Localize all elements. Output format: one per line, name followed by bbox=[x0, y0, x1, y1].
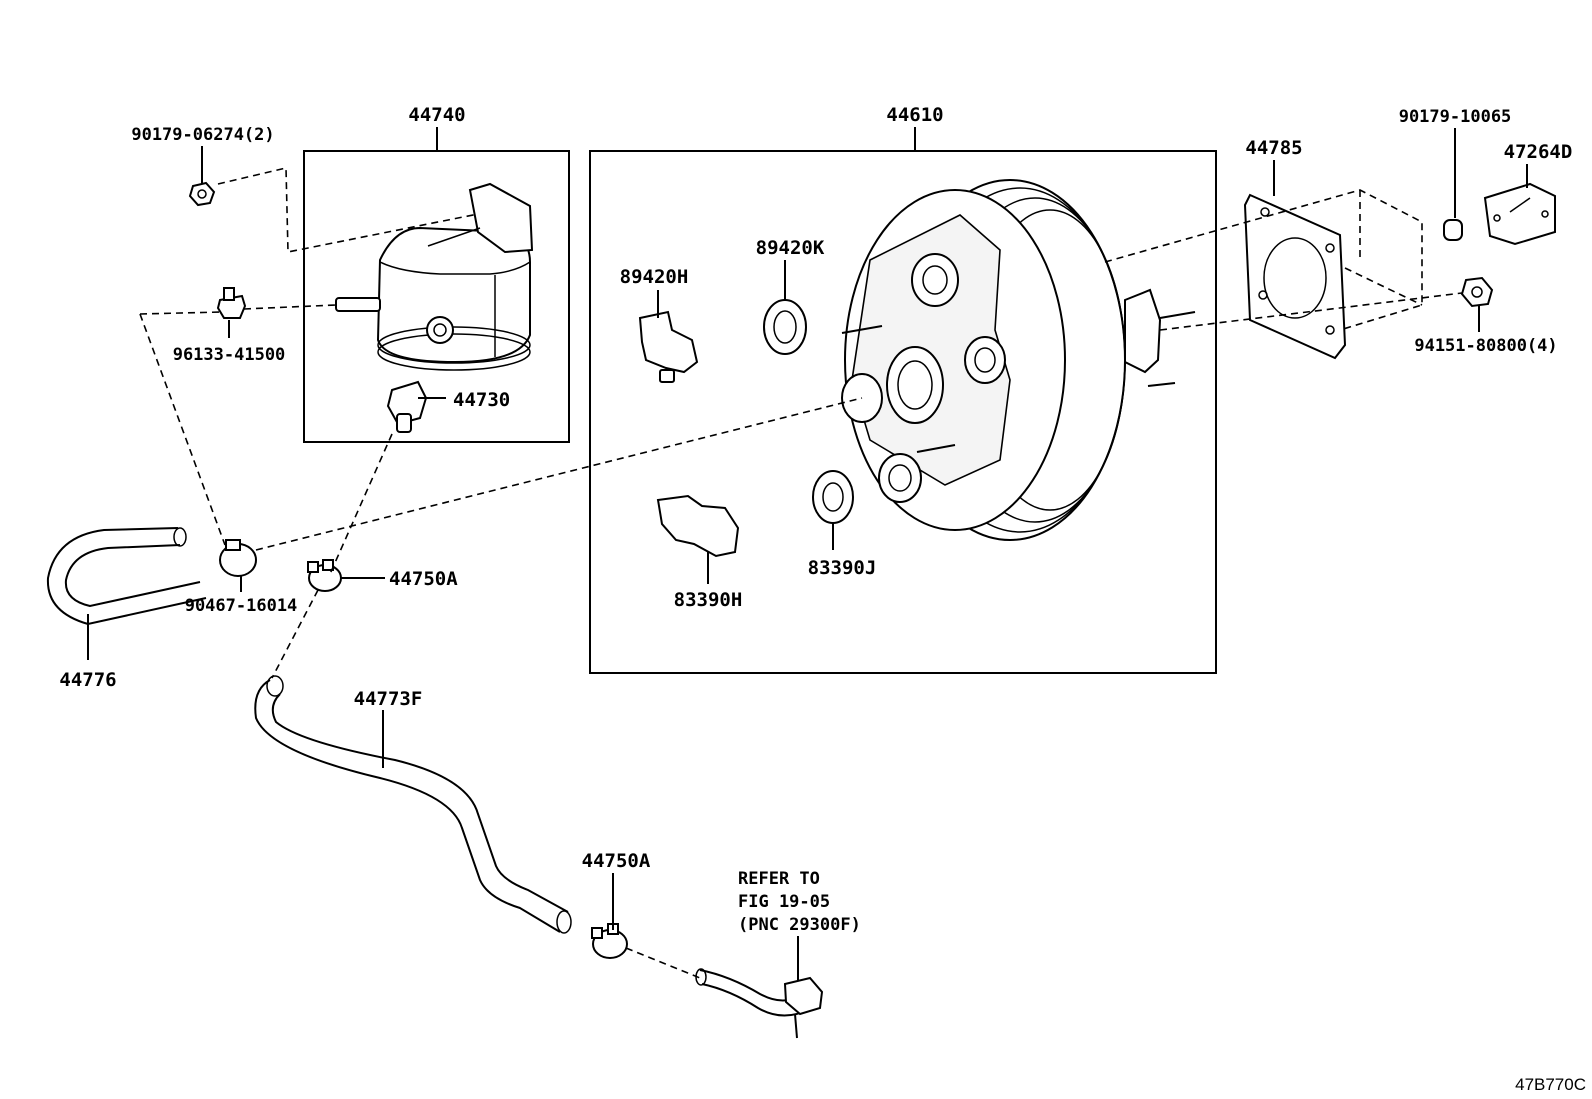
label-44730: 44730 bbox=[453, 389, 510, 411]
booster-group-box bbox=[589, 150, 1217, 674]
clevis-47264D[interactable] bbox=[1483, 182, 1556, 246]
label-44750A-top: 44750A bbox=[389, 568, 458, 590]
label-44750A-bottom: 44750A bbox=[582, 850, 651, 872]
check-valve-83390H[interactable] bbox=[656, 494, 740, 558]
label-90179-06274: 90179-06274(2) bbox=[131, 125, 274, 145]
clamp-44750A-top[interactable] bbox=[307, 559, 342, 592]
level-sensor-44730[interactable] bbox=[386, 380, 428, 433]
check-valve-89420H[interactable] bbox=[638, 310, 699, 383]
hose-44776[interactable] bbox=[46, 527, 207, 626]
nut-90179-06274[interactable] bbox=[188, 181, 216, 207]
grommet-83390J[interactable] bbox=[812, 470, 854, 524]
label-94151-80800: 94151-80800(4) bbox=[1414, 336, 1557, 356]
label-47264D: 47264D bbox=[1504, 141, 1573, 163]
figure-code: 47B770C bbox=[1515, 1075, 1586, 1094]
clamp-44750A-bottom[interactable] bbox=[591, 923, 628, 959]
reference-note-line3: (PNC 29300F) bbox=[738, 915, 861, 935]
label-44740: 44740 bbox=[408, 104, 465, 126]
vacuum-pipe[interactable] bbox=[695, 968, 824, 1039]
label-96133-41500: 96133-41500 bbox=[173, 345, 286, 365]
nut-94151-80800[interactable] bbox=[1460, 276, 1494, 308]
reference-note-line1: REFER TO bbox=[738, 869, 820, 889]
label-90467-16014: 90467-16014 bbox=[185, 596, 298, 616]
grommet-89420K[interactable] bbox=[763, 299, 807, 355]
reference-note-line2: FIG 19-05 bbox=[738, 892, 830, 912]
label-89420H: 89420H bbox=[620, 266, 689, 288]
clamp-96133-41500[interactable] bbox=[216, 287, 247, 319]
label-83390J: 83390J bbox=[808, 557, 877, 579]
label-44610: 44610 bbox=[886, 104, 943, 126]
clamp-90467-16014[interactable] bbox=[219, 539, 257, 577]
brake-booster[interactable] bbox=[841, 179, 1196, 541]
hose-44773F[interactable] bbox=[254, 675, 572, 934]
label-44776: 44776 bbox=[59, 669, 116, 691]
label-44773F: 44773F bbox=[354, 688, 423, 710]
label-83390H: 83390H bbox=[674, 589, 743, 611]
reservoir-tank[interactable] bbox=[335, 182, 534, 371]
pin-90179-10065[interactable] bbox=[1443, 219, 1463, 241]
label-90179-10065: 90179-10065 bbox=[1399, 107, 1512, 127]
label-44785: 44785 bbox=[1245, 137, 1302, 159]
label-89420K: 89420K bbox=[756, 237, 825, 259]
gasket-44785[interactable] bbox=[1243, 193, 1347, 360]
